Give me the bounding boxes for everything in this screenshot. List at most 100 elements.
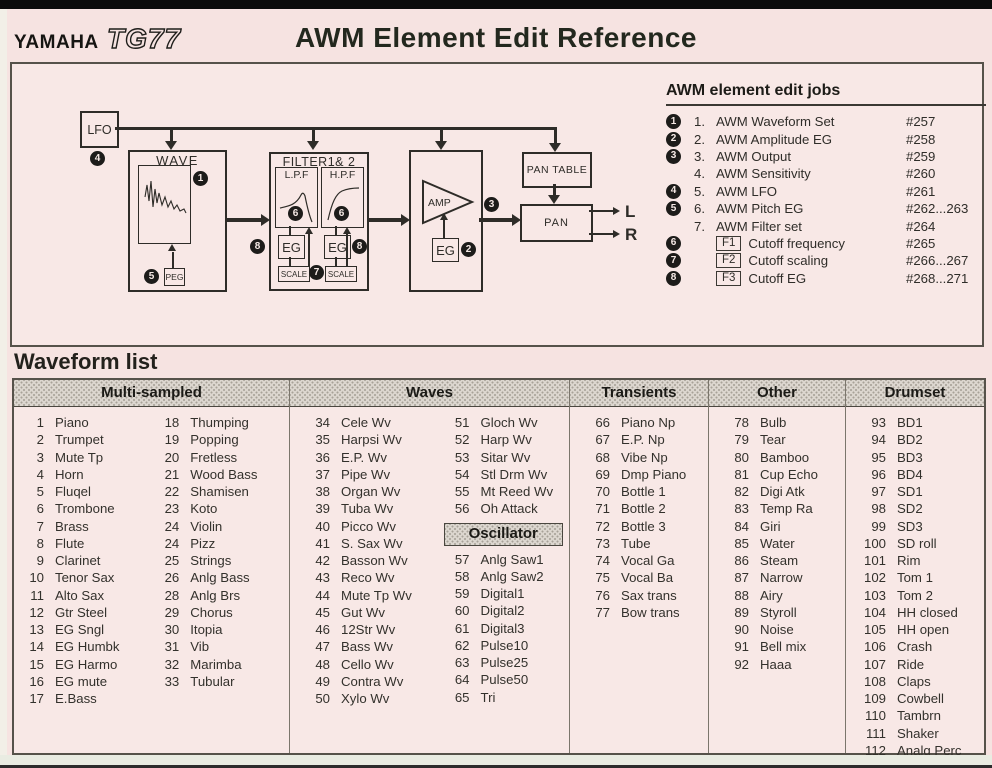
entry-number: 29 <box>164 604 180 620</box>
waveform-entry: 66 Piano Np <box>584 414 708 431</box>
entry-name: Digi Atk <box>760 484 805 500</box>
pan-label: PAN <box>544 217 569 229</box>
entry-number: 46 <box>315 622 330 638</box>
block-diagram: LFO 4 WAVE 1 PEG 5 FILTE <box>10 62 986 347</box>
waveform-entry: 54 Stl Drm Wv <box>444 466 570 483</box>
entry-name: Bottle 2 <box>621 501 666 517</box>
waveform-entry: 63 Pulse25 <box>444 654 570 671</box>
waveform-entry: 32 Marimba <box>153 656 289 673</box>
arrow-up-peg-icon <box>168 244 176 251</box>
entry-name: Bottle 3 <box>621 518 666 534</box>
waveform-entry: 15 EG Harmo <box>18 656 143 673</box>
waveform-entry: 83 Temp Ra <box>723 500 845 517</box>
entry-name: Tri <box>480 689 496 705</box>
entry-number: 21 <box>164 466 180 482</box>
job-badge: 4 <box>666 183 681 199</box>
entry-name: SD1 <box>897 484 923 500</box>
column-header: Drumset <box>846 380 984 407</box>
entry-number: 94 <box>871 432 886 448</box>
model-name: TG77 <box>107 24 181 54</box>
amp-triangle-icon: AMP <box>422 179 475 225</box>
entry-number: 78 <box>734 415 749 431</box>
entry-number: 101 <box>863 553 886 569</box>
entry-number: 20 <box>164 449 180 465</box>
job-fkey: F1 <box>716 235 742 251</box>
entry-name: Steam <box>760 553 799 569</box>
waveform-entry: 3 Mute Tp <box>18 449 143 466</box>
job-label: AWM LFO <box>716 183 778 199</box>
subcolumn: 93 BD1 94 BD2 95 BD3 96 <box>846 407 984 759</box>
entry-name: Airy <box>760 587 783 603</box>
entry-number: 11 <box>30 587 44 603</box>
badge-1: 1 <box>193 171 208 186</box>
waveform-entry: 111 Shaker <box>856 725 984 742</box>
column-drumset: Drumset 93 BD1 94 BD2 95 BD3 <box>845 380 984 758</box>
waveform-entry: 79 Tear <box>723 431 845 448</box>
entry-name: Fluqel <box>55 484 91 500</box>
scale-label: SCALE <box>327 269 355 279</box>
entry-name: Tambrn <box>897 708 941 724</box>
entry-name: Gtr Steel <box>55 604 108 620</box>
entry-number: 44 <box>315 587 330 603</box>
entry-number: 79 <box>734 432 749 448</box>
waveform-entry: 91 Bell mix <box>723 638 845 655</box>
entry-number: 16 <box>29 673 44 689</box>
entry-number: 76 <box>595 587 610 603</box>
entry-number: 90 <box>734 622 749 638</box>
entry-number: 47 <box>315 639 330 655</box>
waveform-entry: 90 Noise <box>723 621 845 638</box>
arrow-up-scale-left-icon <box>305 227 313 234</box>
entry-number: 63 <box>454 655 470 671</box>
eg-scale-line-left <box>289 257 291 266</box>
jobs-title: AWM element edit jobs <box>666 82 986 106</box>
entry-number: 6 <box>36 501 44 517</box>
job-badge: 1 <box>666 114 681 130</box>
entry-number: 105 <box>863 622 886 638</box>
entry-name: Tube <box>621 535 651 551</box>
entry-name: Temp Ra <box>760 501 813 517</box>
waveform-entry: 2 Trumpet <box>18 431 143 448</box>
entry-number: 33 <box>164 673 180 689</box>
entry-name: Brass <box>55 518 89 534</box>
job-id: #264 <box>906 218 936 234</box>
entry-number: 74 <box>595 553 610 569</box>
waveform-entry: 69 Dmp Piano <box>584 466 708 483</box>
signal-filter-to-amp <box>367 218 401 222</box>
entry-name: Vib <box>190 639 210 655</box>
entry-number: 38 <box>315 484 330 500</box>
entry-number: 99 <box>871 518 886 534</box>
entry-number: 92 <box>734 656 749 672</box>
waveform-entry: 101 Rim <box>856 552 984 569</box>
arrow-right-L-icon <box>613 207 620 215</box>
waveform-entry: 68 Vibe Np <box>584 449 708 466</box>
entry-number: 83 <box>734 501 749 517</box>
column-waves: Waves 34 Cele Wv 35 Harpsi Wv <box>289 380 569 753</box>
waveform-entry: 53 Sitar Wv <box>444 449 570 466</box>
waveform-entry: 105 HH open <box>856 621 984 638</box>
waveform-graphic-icon <box>144 180 187 214</box>
edit-jobs-panel: AWM element edit jobs 1 1. AWM Waveform … <box>666 82 986 287</box>
waveform-entry: 65 Tri <box>444 689 570 706</box>
column-multi-sampled: Multi-sampled 1 Piano 2 Trumpet <box>14 380 289 753</box>
waveform-entry: 56 Oh Attack <box>444 500 570 517</box>
entry-number: 57 <box>454 551 470 567</box>
waveform-entry: 51 Gloch Wv <box>444 414 570 431</box>
peg-box: PEG <box>164 268 185 286</box>
entry-number: 100 <box>863 535 886 551</box>
arrow-right-amp-icon <box>401 214 410 226</box>
entry-name: Fretless <box>190 449 238 465</box>
waveform-entry: 71 Bottle 2 <box>584 500 708 517</box>
hpf-eg-line <box>335 226 337 235</box>
entry-name: Pulse25 <box>480 655 529 671</box>
entry-name: HH open <box>897 622 950 638</box>
waveform-entry: 102 Tom 1 <box>856 569 984 586</box>
job-id: #268...271 <box>906 270 969 286</box>
amp-eg-line <box>443 220 445 238</box>
entry-name: Vibe Np <box>621 449 668 465</box>
entry-number: 23 <box>164 501 180 517</box>
scale-label: SCALE <box>280 269 308 279</box>
entry-name: Ride <box>897 656 925 672</box>
jobs-list: 1 1. AWM Waveform Set #257 2 2. AWM Ampl… <box>666 113 986 287</box>
entry-number: 34 <box>315 415 330 431</box>
entry-number: 82 <box>734 484 749 500</box>
